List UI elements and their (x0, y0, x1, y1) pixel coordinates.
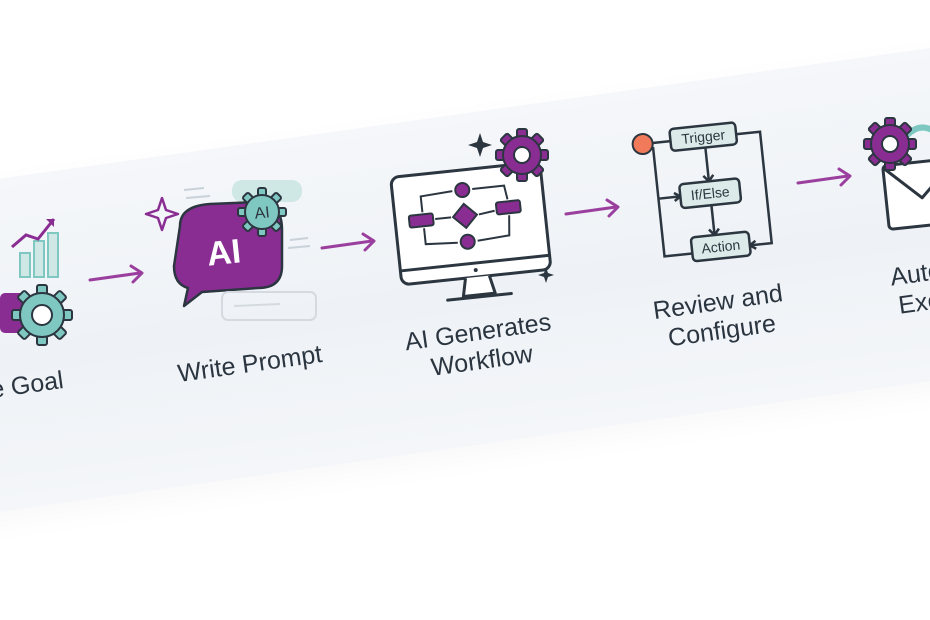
step-label-execute: Auto Exe (805, 245, 930, 333)
arrow-right-icon (564, 198, 620, 218)
arrow-right-icon (88, 264, 144, 284)
step-label-prompt: Write Prompt (139, 335, 361, 394)
review-flowchart-icon: Trigger If/Else Action (631, 121, 774, 263)
execute-envelope-icon (863, 117, 930, 231)
prompt-bubble-text: AI (205, 232, 243, 273)
step-label-goal: ne Goal (0, 357, 131, 416)
arrow-right-icon (320, 232, 376, 252)
node-trigger: Trigger (681, 126, 727, 147)
step-label-review: Review and Configure (607, 273, 833, 361)
prompt-chat-icon: AI AI (144, 180, 317, 321)
node-if-else: If/Else (690, 183, 731, 203)
step-label-goal-line-1: ne Goal (0, 366, 66, 406)
step-label-generate: AI Generates Workflow (367, 303, 593, 391)
goal-icon (0, 218, 73, 346)
node-action: Action (701, 236, 741, 256)
monitor-workflow-icon (389, 128, 554, 302)
prompt-badge-text: AI (254, 204, 271, 222)
step-label-prompt-line-1: Write Prompt (175, 340, 324, 388)
arrow-right-icon (796, 167, 852, 187)
